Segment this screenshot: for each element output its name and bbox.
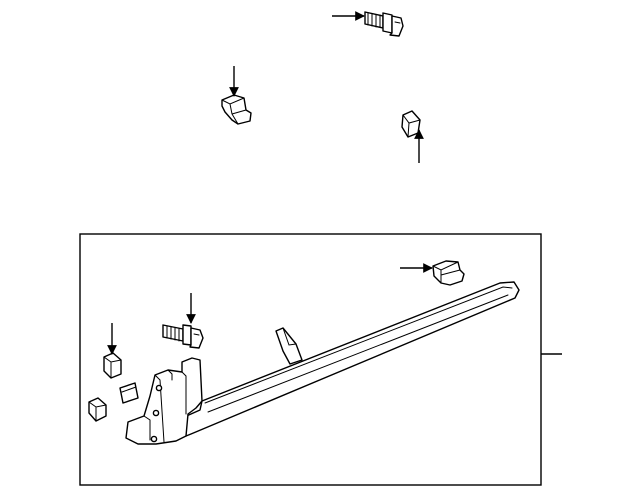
hex-bolt-icon [162,324,204,349]
clip-icon [221,94,252,125]
clip-icon [88,397,107,422]
clip-icon [401,110,421,138]
rocker-molding-icon [125,281,520,445]
pad-icon [119,382,139,404]
clip-icon [432,260,465,286]
hex-bolt-icon [364,11,404,37]
